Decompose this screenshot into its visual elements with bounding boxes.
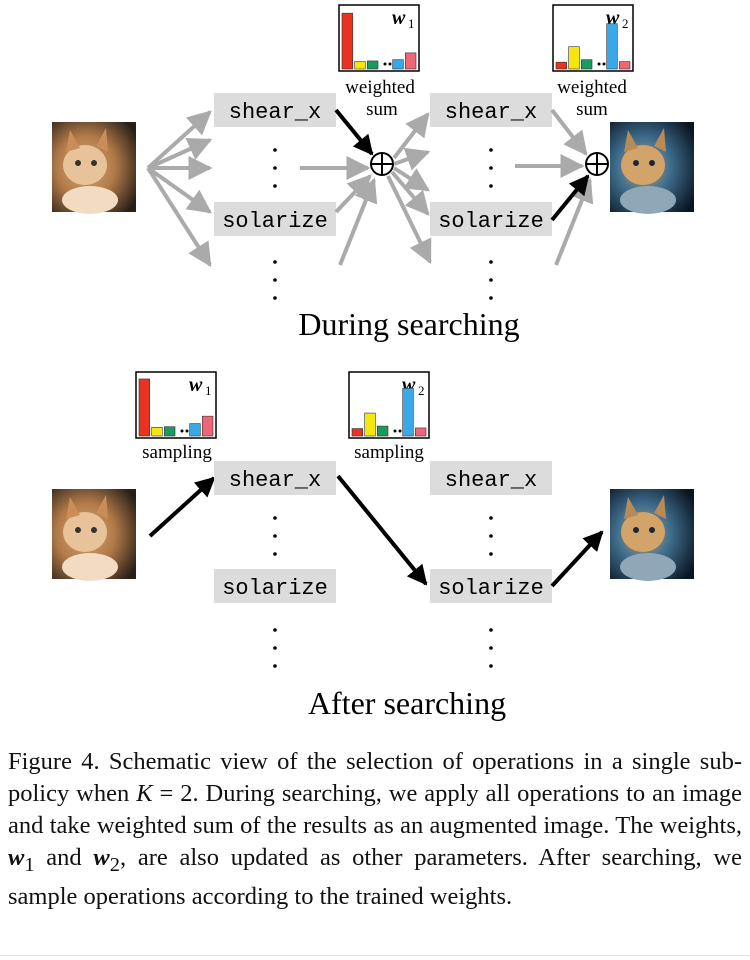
histogram-bar — [405, 52, 417, 70]
op-label-solarize-4: solarize — [438, 576, 544, 601]
input-fan-arrows — [146, 110, 213, 268]
caption-w2: w — [93, 844, 110, 871]
op-box-shear-x-3 — [214, 461, 336, 495]
caption-prefix: Figure 4. Schematic view of the selectio… — [8, 748, 742, 807]
histogram-bar — [581, 59, 593, 70]
op-box-solarize-4 — [430, 569, 552, 603]
input-image-bottom — [52, 489, 136, 581]
op-box-solarize-2 — [430, 202, 552, 236]
op-label-solarize-2: solarize — [438, 209, 544, 234]
histogram-bar — [392, 59, 404, 70]
sum1-fan-arrows — [386, 112, 432, 265]
hist-w1-top-symbol: w — [392, 7, 406, 29]
hist2-top-label-line2: sum — [576, 99, 608, 120]
ellipsis-dots-3 — [273, 516, 277, 668]
hist-w1-bottom-subscript: 1 — [205, 383, 212, 398]
hist-w2-top-subscript: 2 — [622, 16, 629, 31]
op-label-shear-x-1: shear_x — [229, 100, 321, 125]
histogram-w1-bottom: w 1 — [135, 371, 217, 439]
histogram-bar — [151, 427, 163, 437]
sum-node-2 — [585, 152, 609, 176]
histogram-bar — [364, 412, 376, 437]
op-box-shear-x-4 — [430, 461, 552, 495]
sum-node-1 — [370, 152, 394, 176]
caption-eq: = 2. During searching, we apply all oper… — [8, 780, 743, 839]
histogram-w2-bottom: w 2 — [348, 371, 430, 439]
figure-caption: Figure 4. Schematic view of the selectio… — [8, 746, 742, 913]
ellipsis-dots-4 — [489, 516, 493, 668]
hist2-bottom-label: sampling — [354, 442, 424, 463]
section-title-during: During searching — [298, 306, 519, 342]
op-label-shear-x-3: shear_x — [229, 468, 321, 493]
hist2-top-label-line1: weighted — [557, 77, 627, 98]
output-image-top — [610, 122, 694, 214]
histogram-bar — [606, 23, 618, 70]
histogram-bar — [341, 12, 353, 70]
figure-diagram: shear_x solarize — [52, 4, 694, 721]
histogram-bar — [568, 46, 580, 70]
arrow-shear-to-solarize — [336, 474, 428, 586]
caption-w1: w — [8, 844, 25, 871]
op-box-shear-x-2 — [430, 93, 552, 127]
caption-var-k: K — [136, 780, 153, 807]
bottom-rule — [0, 955, 750, 956]
hist1-top-label-line2: sum — [366, 99, 398, 120]
bottom-section: shear_x solarize shear_x solarize — [52, 371, 694, 721]
histogram-bar — [164, 426, 176, 437]
hist1-bottom-label: sampling — [142, 442, 212, 463]
hist1-top-label-line1: weighted — [345, 77, 415, 98]
histogram-bar — [354, 61, 366, 70]
histogram-bar — [619, 61, 631, 70]
hist-w1-bottom-symbol: w — [189, 374, 203, 396]
op-label-shear-x-4: shear_x — [445, 468, 537, 493]
histogram-w2-top: w 2 — [552, 4, 634, 72]
histogram-bar — [138, 378, 150, 437]
caption-and: and — [34, 844, 94, 871]
histogram-bar — [402, 387, 414, 437]
output-image-bottom — [610, 489, 694, 581]
caption-w1-sub: 1 — [24, 853, 35, 876]
histogram-w1-top: w 1 — [338, 4, 420, 72]
op-box-solarize-1 — [214, 202, 336, 236]
arrow-solarize-to-output — [550, 530, 604, 588]
top-section: shear_x solarize — [52, 4, 694, 342]
arrow-input-to-shear — [148, 476, 216, 538]
histogram-bar — [351, 428, 363, 437]
histogram-bar — [367, 60, 379, 70]
op-label-shear-x-2: shear_x — [445, 100, 537, 125]
section-title-after: After searching — [308, 685, 506, 721]
sum2-black-arrow — [550, 174, 590, 222]
histogram-bar — [377, 425, 389, 437]
histogram-bar — [202, 415, 214, 437]
caption-suffix: , are also updated as other parameters. … — [8, 844, 743, 910]
op-label-solarize-3: solarize — [222, 576, 328, 601]
sum1-black-arrow — [334, 108, 374, 156]
hist-w1-top-subscript: 1 — [408, 16, 415, 31]
op-label-solarize-1: solarize — [222, 209, 328, 234]
input-image-top — [52, 122, 136, 214]
histogram-bar — [415, 427, 427, 437]
hist-w2-bottom-subscript: 2 — [418, 383, 425, 398]
histogram-bar — [555, 61, 567, 70]
caption-w2-sub: 2 — [109, 853, 120, 876]
op-box-solarize-3 — [214, 569, 336, 603]
sum1-gray-arrows — [300, 156, 378, 266]
histogram-bar — [189, 423, 201, 437]
op-box-shear-x-1 — [214, 93, 336, 127]
ellipsis-dots-1 — [273, 148, 277, 300]
ellipsis-dots-2 — [489, 148, 493, 300]
